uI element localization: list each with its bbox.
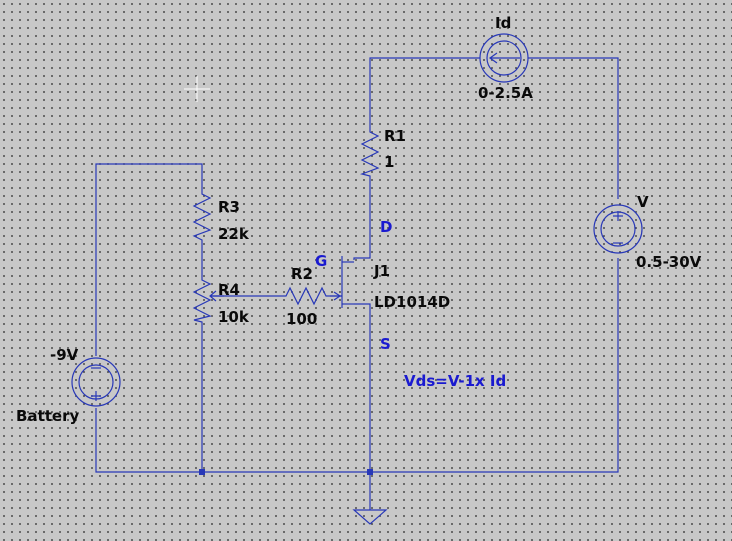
label-v-source: V	[637, 193, 649, 211]
wires	[95, 57, 619, 490]
resistor-r1[interactable]	[359, 130, 380, 178]
label-id-source: Id	[495, 14, 511, 32]
node-label-source: S	[380, 335, 391, 353]
label-battery: Battery	[16, 407, 79, 425]
value-r4: 10k	[218, 308, 250, 326]
value-battery: -9V	[50, 346, 79, 364]
label-j1: J1	[373, 262, 390, 280]
value-r3: 22k	[218, 225, 250, 243]
vds-expression: Vds=V-1x Id	[404, 372, 506, 390]
label-r4: R4	[218, 281, 240, 299]
ground-icon[interactable]	[352, 490, 388, 525]
battery-source[interactable]	[71, 357, 121, 407]
arrow-left-icon	[488, 52, 520, 64]
current-source-id[interactable]	[479, 33, 529, 83]
wire-v-bottom[interactable]	[370, 258, 619, 473]
wire-r1-drain[interactable]	[353, 178, 371, 260]
value-r1: 1	[384, 153, 394, 171]
node-label-gate: G	[315, 252, 327, 270]
wire-bottom[interactable]	[95, 408, 370, 473]
value-id-source: 0-2.5A	[478, 84, 533, 102]
label-r1: R1	[384, 127, 406, 145]
wire-source[interactable]	[354, 303, 371, 490]
model-j1: LD1014D	[374, 293, 450, 311]
potentiometer-r4[interactable]	[192, 276, 224, 324]
cursor-crosshair	[184, 76, 210, 102]
voltage-source-v[interactable]	[593, 204, 643, 254]
junction-dot	[199, 469, 205, 475]
value-v-source: 0.5-30V	[636, 253, 702, 271]
value-r2: 100	[286, 310, 317, 328]
resistor-r2[interactable]	[282, 286, 330, 306]
wire-battery-top[interactable]	[95, 163, 203, 356]
junction-dot	[367, 469, 373, 475]
resistor-r3[interactable]	[192, 188, 212, 244]
label-r3: R3	[218, 198, 240, 216]
label-r2: R2	[291, 265, 313, 283]
wire-top[interactable]	[369, 57, 619, 199]
node-label-drain: D	[380, 218, 392, 236]
jfet-j1[interactable]	[330, 256, 354, 308]
